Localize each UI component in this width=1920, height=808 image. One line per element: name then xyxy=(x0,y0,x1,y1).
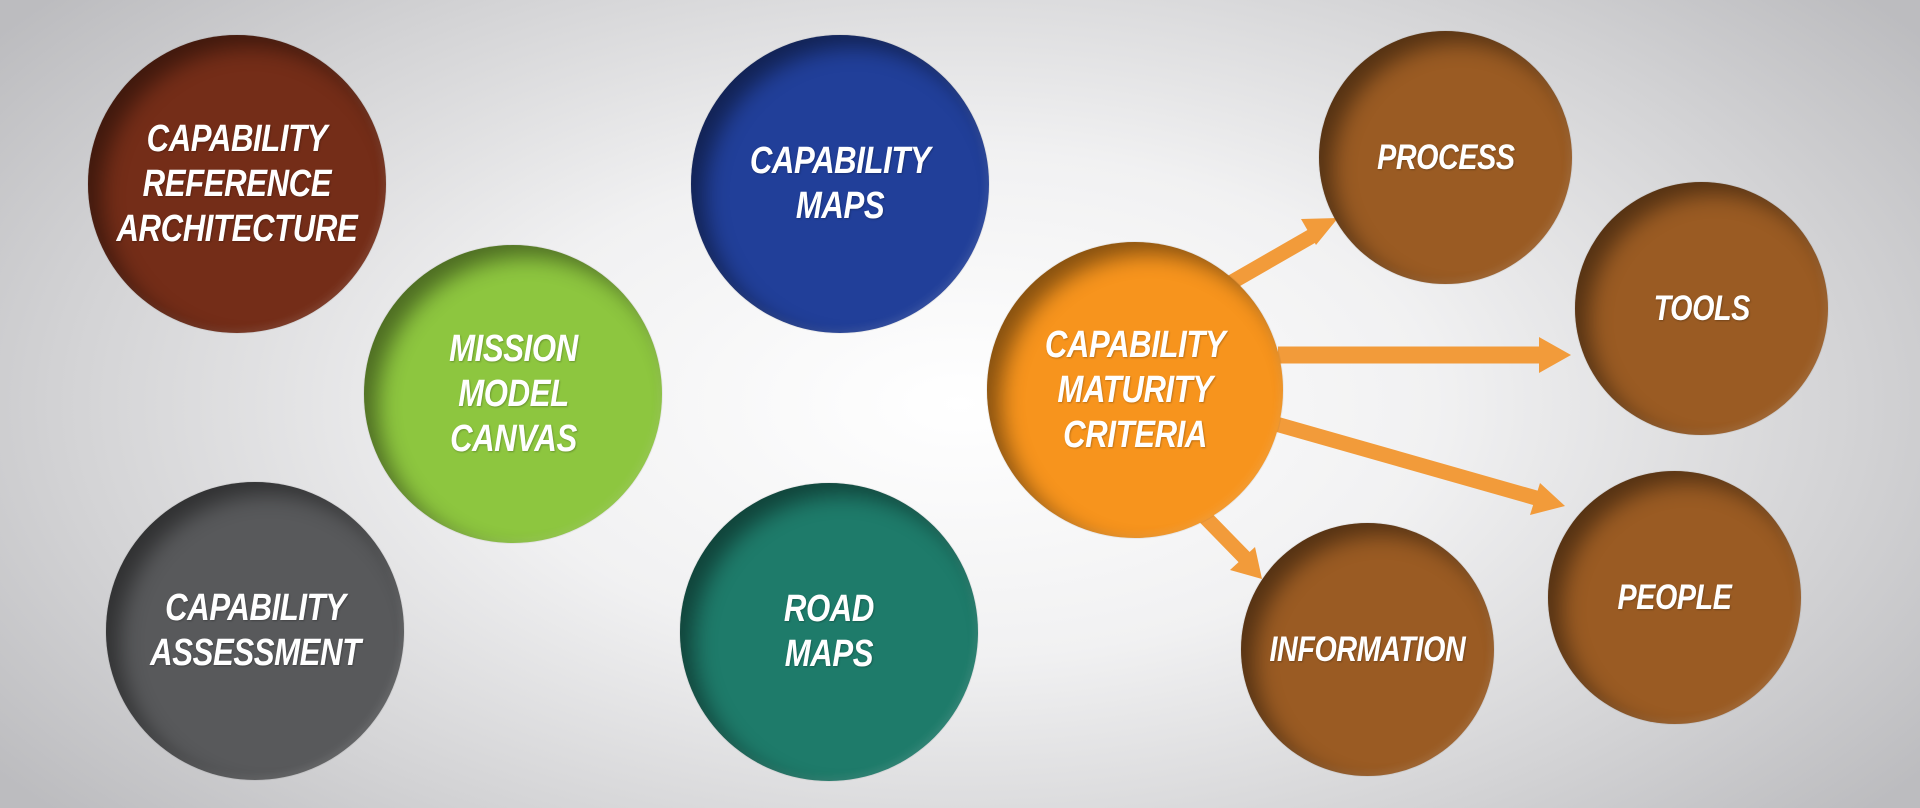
node-label: MISSION MODEL CANVAS xyxy=(448,327,578,460)
arrowhead-tools xyxy=(1539,337,1571,373)
arrow-to-information xyxy=(1198,510,1251,564)
arrowhead-process xyxy=(1301,218,1338,245)
node-label: CAPABILITY MATURITY CRITERIA xyxy=(1044,323,1226,456)
node-information: INFORMATION xyxy=(1241,523,1494,776)
node-label: PROCESS xyxy=(1376,138,1515,177)
arrowhead-people xyxy=(1530,483,1565,515)
node-label: INFORMATION xyxy=(1269,630,1466,669)
node-label: CAPABILITY MAPS xyxy=(749,140,931,227)
node-label: ROAD MAPS xyxy=(783,588,875,675)
node-capability-assessment: CAPABILITY ASSESSMENT xyxy=(106,482,404,780)
node-capability-maturity-criteria: CAPABILITY MATURITY CRITERIA xyxy=(987,242,1283,538)
node-tools: TOOLS xyxy=(1575,182,1828,435)
node-label: TOOLS xyxy=(1653,289,1750,328)
node-road-maps: ROAD MAPS xyxy=(680,483,978,781)
node-capability-reference-architecture: CAPABILITY REFERENCE ARCHITECTURE xyxy=(88,35,386,333)
arrow-to-process xyxy=(1228,229,1316,289)
node-label: CAPABILITY REFERENCE ARCHITECTURE xyxy=(116,117,358,250)
node-capability-maps: CAPABILITY MAPS xyxy=(691,35,989,333)
node-label: PEOPLE xyxy=(1617,578,1732,617)
arrow-to-people xyxy=(1273,416,1539,506)
node-label: CAPABILITY ASSESSMENT xyxy=(149,587,361,674)
node-process: PROCESS xyxy=(1319,31,1572,284)
node-mission-model-canvas: MISSION MODEL CANVAS xyxy=(364,245,662,543)
node-people: PEOPLE xyxy=(1548,471,1801,724)
arrowhead-information xyxy=(1230,547,1262,579)
